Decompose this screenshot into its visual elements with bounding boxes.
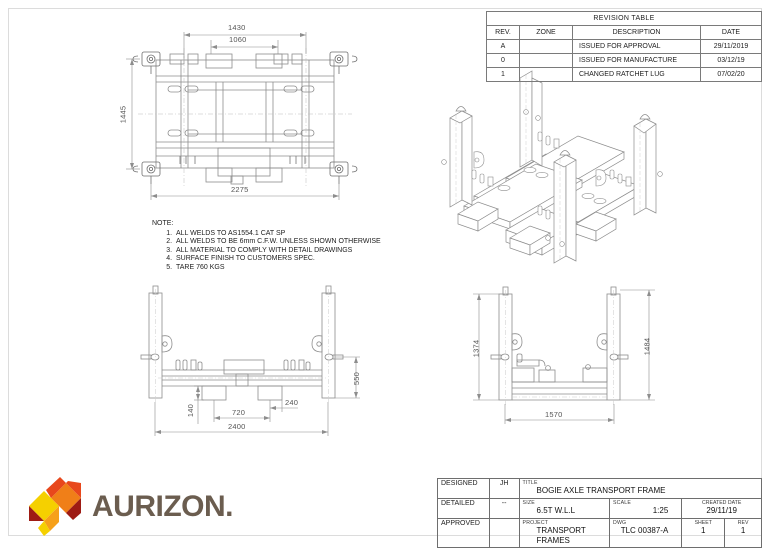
dim-1445: 1445 (118, 105, 128, 124)
plan-view: 1430 1060 2275 1445 (118, 18, 368, 208)
size-label: SIZE (522, 500, 535, 506)
front-elevation-view: 2400 720 240 140 550 (128, 284, 368, 444)
project-cell: PROJECT TRANSPORT FRAMES (518, 518, 611, 548)
dwg-label: DWG (613, 520, 627, 526)
revision-table-title: REVISION TABLE (486, 11, 762, 26)
aurizon-logo: AURIZON. (24, 476, 239, 536)
aurizon-wordmark-dot: . (225, 490, 233, 523)
dim-1374: 1374 (471, 339, 481, 358)
title-value: BOGIE AXLE TRANSPORT FRAME (536, 486, 666, 495)
revision-zone (519, 53, 573, 68)
revision-zone (519, 39, 573, 54)
approved-label: APPROVED (437, 518, 490, 548)
notes-heading: NOTE: (152, 220, 174, 227)
dim-2275: 2275 (231, 185, 249, 194)
note-item: ALL MATERIAL TO COMPLY WITH DETAIL DRAWI… (174, 247, 381, 256)
notes-block: NOTE: ALL WELDS TO AS1554.1 CAT SP ALL W… (152, 220, 381, 273)
created-date-cell: CREATED DATE 29/11/19 (681, 498, 762, 519)
revision-description: ISSUED FOR APPROVAL (572, 39, 701, 54)
table-row: 0 ISSUED FOR MANUFACTURE 03/12/19 (486, 53, 762, 68)
revision-zone (519, 67, 573, 82)
scale-label: SCALE (613, 500, 632, 506)
dwg-value: TLC 00387-A (620, 526, 669, 535)
designed-label: DESIGNED (437, 478, 490, 499)
title-block-row-1: DESIGNED JH TITLE BOGIE AXLE TRANSPORT F… (437, 478, 763, 499)
dim-1570: 1570 (545, 410, 563, 419)
detailed-label: DETAILED (437, 498, 490, 519)
dim-140: 140 (186, 403, 196, 418)
created-date-value: 29/11/19 (706, 506, 737, 515)
front-elevation-graphic (140, 285, 360, 436)
scale-value: 1:25 (652, 506, 669, 515)
rev-label: REV (737, 520, 749, 526)
revision-date: 03/12/19 (700, 53, 762, 68)
revision-date: 07/02/20 (700, 67, 762, 82)
size-value: 6.5T W.L.L (536, 506, 576, 515)
project-label: PROJECT (522, 520, 549, 526)
note-item: ALL WELDS TO BE 6mm C.F.W. UNLESS SHOWN … (174, 238, 381, 247)
dim-1484: 1484 (642, 337, 652, 356)
scale-cell: SCALE 1:25 (609, 498, 683, 519)
isometric-view-graphic (441, 70, 663, 264)
end-elevation-view: 1570 1374 1484 (455, 284, 680, 434)
revision-table-header-row: REV. ZONE DESCRIPTION DATE (486, 25, 762, 40)
table-row: 1 CHANGED RATCHET LUG 07/02/20 (486, 67, 762, 82)
revision-description: ISSUED FOR MANUFACTURE (572, 53, 701, 68)
revision-rev: A (486, 39, 520, 54)
title-block: DESIGNED JH TITLE BOGIE AXLE TRANSPORT F… (437, 478, 763, 548)
revision-date: 29/11/2019 (700, 39, 762, 54)
title-cell: TITLE BOGIE AXLE TRANSPORT FRAME (518, 478, 763, 499)
dim-1060: 1060 (229, 35, 247, 44)
detailed-value: -- (488, 498, 520, 519)
sheet-label: SHEET (694, 520, 712, 526)
sheet-border (8, 8, 762, 536)
dim-240: 240 (285, 398, 299, 407)
aurizon-wordmark-text: AURIZON (92, 490, 226, 523)
note-item: TARE 760 KGS (174, 264, 381, 273)
dim-550: 550 (352, 371, 362, 386)
isometric-view (428, 70, 674, 268)
plan-view-graphic (126, 32, 358, 200)
created-date-label: CREATED DATE (702, 500, 742, 506)
aurizon-logo-mark (29, 477, 81, 536)
designed-value: JH (488, 478, 520, 499)
approved-value (488, 518, 520, 548)
size-cell: SIZE 6.5T W.L.L (518, 498, 611, 519)
table-row: A ISSUED FOR APPROVAL 29/11/2019 (486, 39, 762, 54)
end-elevation-graphic (473, 286, 655, 424)
title-label: TITLE (522, 480, 538, 486)
sheet-cell: SHEET 1 (681, 518, 726, 548)
rev-value: 1 (740, 526, 746, 535)
notes-list: ALL WELDS TO AS1554.1 CAT SP ALL WELDS T… (152, 230, 381, 273)
revision-table-title-row: REVISION TABLE (486, 11, 762, 26)
project-value: TRANSPORT FRAMES (536, 526, 586, 545)
revision-table: REVISION TABLE REV. ZONE DESCRIPTION DAT… (486, 11, 762, 82)
revision-rev: 1 (486, 67, 520, 82)
title-block-row-3: APPROVED PROJECT TRANSPORT FRAMES DWG TL… (437, 518, 762, 548)
dim-720: 720 (232, 408, 246, 417)
revision-rev: 0 (486, 53, 520, 68)
rev-cell: REV 1 (724, 518, 762, 548)
revision-header-date: DATE (700, 25, 762, 40)
dim-2400: 2400 (228, 422, 246, 431)
title-block-row-2: DETAILED -- SIZE 6.5T W.L.L SCALE 1:25 C… (437, 498, 762, 519)
aurizon-wordmark: AURIZON. (92, 490, 233, 524)
revision-description: CHANGED RATCHET LUG (572, 67, 701, 82)
dim-1430: 1430 (228, 23, 246, 32)
note-item: SURFACE FINISH TO CUSTOMERS SPEC. (174, 255, 381, 264)
dwg-cell: DWG TLC 00387-A (609, 518, 683, 548)
revision-header-rev: REV. (486, 25, 520, 40)
revision-header-description: DESCRIPTION (572, 25, 701, 40)
sheet-value: 1 (701, 526, 706, 535)
note-item: ALL WELDS TO AS1554.1 CAT SP (174, 230, 381, 239)
revision-header-zone: ZONE (519, 25, 573, 40)
